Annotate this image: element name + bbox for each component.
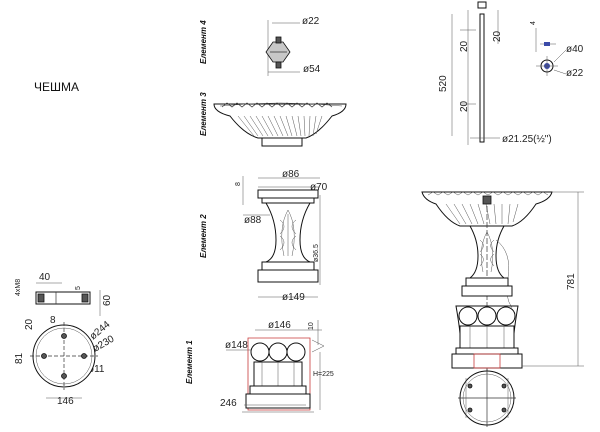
dim-total-781: 781 bbox=[566, 273, 577, 290]
dim-pipe-520: 520 bbox=[438, 75, 449, 92]
dim-e2-top: ø86 bbox=[282, 169, 300, 180]
fountain-assembly: 781 bbox=[421, 191, 584, 427]
dim-left-146: 146 bbox=[57, 396, 74, 407]
dim-e2-base: ø149 bbox=[282, 292, 305, 303]
dim-e4-bottom: ø54 bbox=[303, 64, 321, 75]
label-element-2: Елемент 2 bbox=[199, 214, 208, 258]
dim-left-5: 5 bbox=[75, 286, 82, 290]
dim-e2-small: 8 bbox=[235, 182, 242, 186]
dim-pipe-diam: ø21.25(½") bbox=[502, 134, 552, 145]
dim-e2-ring: ø70 bbox=[310, 182, 328, 193]
dim-pipe-40: ø40 bbox=[566, 44, 584, 55]
label-element-4: Елемент 4 bbox=[199, 20, 208, 64]
dim-e1-top: ø146 bbox=[268, 320, 291, 331]
dim-pipe-22: ø22 bbox=[566, 68, 584, 79]
dim-e1-height: 10 bbox=[308, 322, 315, 330]
dim-e2-left: ø88 bbox=[244, 215, 262, 226]
drawing-title: ЧЕШМА bbox=[34, 80, 79, 94]
dim-e1-left: ø148 bbox=[225, 340, 248, 351]
left-flange-detail: 4xM8 40 5 20 8 60 ø244 ø230 81 ø11 146 bbox=[14, 272, 117, 407]
element-3-bowl bbox=[213, 102, 347, 147]
element-1-base: ø146 ø148 10 H=225 246 bbox=[220, 320, 334, 413]
dim-left-40: 40 bbox=[39, 272, 51, 283]
dim-e1-h: H=225 bbox=[313, 371, 334, 378]
dim-e4-top: ø22 bbox=[302, 16, 320, 27]
dim-left-81: 81 bbox=[14, 352, 25, 364]
dim-pipe-4: 4 bbox=[530, 21, 537, 25]
element-4-nozzle: ø22 ø54 bbox=[265, 16, 321, 76]
label-element-3: Елемент 3 bbox=[199, 92, 208, 136]
dim-pipe-20c: 20 bbox=[459, 100, 470, 112]
dim-left-20: 20 bbox=[24, 318, 35, 330]
dim-pipe-20a: 20 bbox=[459, 40, 470, 52]
dim-left-60: 60 bbox=[102, 294, 113, 306]
element-2-column: ø86 ø70 8 ø88 ø36.5 ø149 bbox=[235, 169, 328, 303]
pipe-detail: 20 20 520 20 ø21.25(½") 4 ø40 ø22 bbox=[438, 1, 584, 145]
label-element-1: Елемент 1 bbox=[185, 340, 194, 384]
dim-left-11: ø11 bbox=[88, 364, 105, 375]
dim-pipe-20b: 20 bbox=[492, 30, 503, 42]
dim-left-8: 8 bbox=[50, 315, 56, 326]
dim-left-4xm8: 4xM8 bbox=[15, 279, 22, 296]
dim-e1-base: 246 bbox=[220, 398, 237, 409]
dim-e2-height: ø36.5 bbox=[313, 244, 320, 262]
